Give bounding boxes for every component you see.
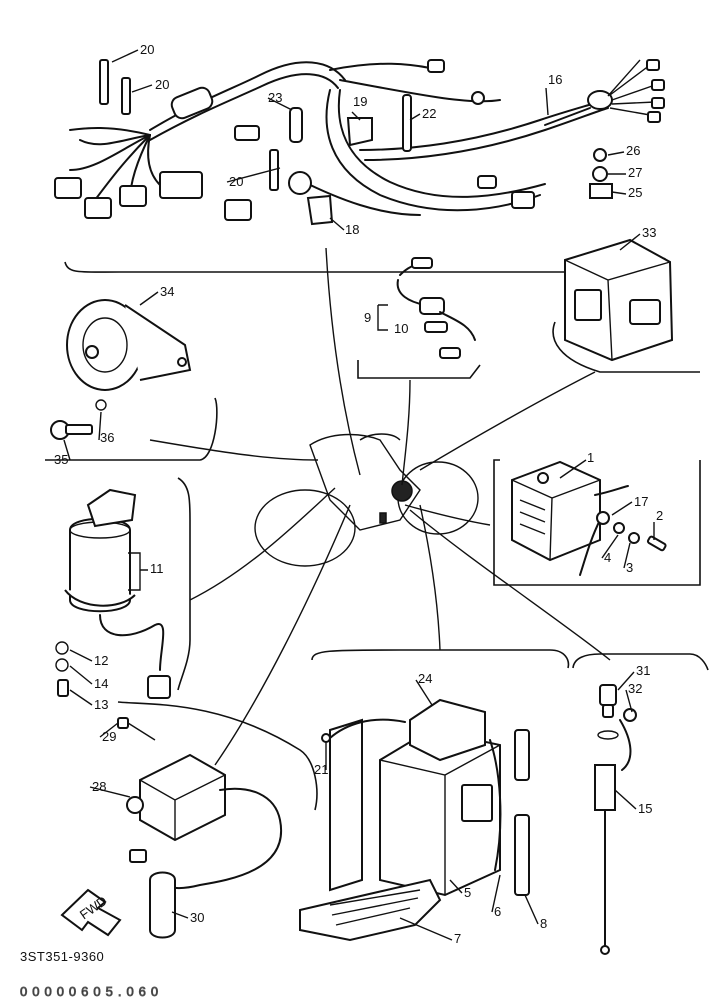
callout-20a: 20 (140, 42, 154, 57)
callout-19: 19 (353, 94, 367, 109)
callout-6: 6 (494, 904, 501, 919)
callout-20c: 20 (229, 174, 243, 189)
callout-23: 23 (268, 90, 282, 105)
spark-lead-parts (357, 257, 481, 379)
horn (45, 299, 218, 461)
callout-26: 26 (626, 143, 640, 158)
callout-2: 2 (656, 508, 663, 523)
callout-labels: 1 2 3 4 5 6 7 8 9 10 11 12 13 14 15 16 1… (54, 42, 663, 946)
callout-16: 16 (548, 72, 562, 87)
callout-18: 18 (345, 222, 359, 237)
callout-15: 15 (638, 801, 652, 816)
callout-30: 30 (190, 910, 204, 925)
callout-10: 10 (394, 321, 408, 336)
relay-unit (552, 238, 700, 373)
catalog-code: 3ST351-9360 (20, 949, 104, 964)
callout-25: 25 (628, 185, 642, 200)
cdi-unit (493, 459, 701, 586)
callout-22: 22 (422, 106, 436, 121)
callout-36: 36 (100, 430, 114, 445)
callout-33: 33 (642, 225, 656, 240)
callout-1: 1 (587, 450, 594, 465)
wire-harness (54, 59, 666, 273)
callout-13: 13 (94, 697, 108, 712)
callout-34: 34 (160, 284, 174, 299)
callout-4: 4 (604, 550, 611, 565)
main-switch (55, 477, 191, 699)
callout-9: 9 (364, 310, 371, 325)
callout-31: 31 (636, 663, 650, 678)
callout-12: 12 (94, 653, 108, 668)
callout-35: 35 (54, 452, 68, 467)
callout-14: 14 (94, 676, 108, 691)
callout-3: 3 (626, 560, 633, 575)
battery-assembly (299, 649, 570, 942)
callout-29: 29 (102, 729, 116, 744)
ignition-coil (60, 701, 318, 939)
footer-code: 00000605.060 (20, 984, 163, 999)
callout-28: 28 (92, 779, 106, 794)
callout-27: 27 (628, 165, 642, 180)
neutral-switch (572, 653, 709, 955)
callout-7: 7 (454, 931, 461, 946)
callout-8: 8 (540, 916, 547, 931)
callout-5: 5 (464, 885, 471, 900)
callout-17: 17 (634, 494, 648, 509)
motorcycle-silhouette (254, 433, 479, 567)
callout-11: 11 (150, 561, 164, 576)
callout-20b: 20 (155, 77, 169, 92)
callout-32: 32 (628, 681, 642, 696)
callout-21: 21 (314, 762, 328, 777)
callout-24: 24 (418, 671, 432, 686)
leader-lines (149, 247, 611, 766)
